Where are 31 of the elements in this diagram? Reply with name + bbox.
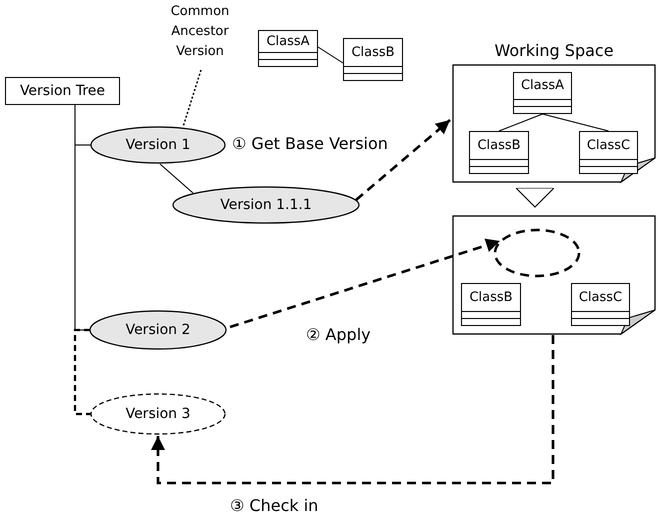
arrow xyxy=(355,119,451,201)
class-box: ClassC xyxy=(579,131,638,174)
version-ellipse xyxy=(90,393,226,435)
version-tree-box: Version Tree xyxy=(5,77,120,105)
connector-line xyxy=(182,70,202,128)
class-box: ClassA xyxy=(513,72,572,114)
version-label: Version 2 xyxy=(124,321,192,340)
version-label: Version 3 xyxy=(124,405,192,424)
version-ellipse xyxy=(89,310,227,350)
annotation-text: Common Ancestor Version xyxy=(150,2,250,68)
class-box: ClassB xyxy=(469,131,529,174)
class-box: ClassA xyxy=(258,30,318,67)
version-ellipse xyxy=(90,126,226,164)
panel-heading: Working Space xyxy=(493,40,615,62)
class-box: ClassB xyxy=(461,283,521,326)
edge-label: ② Apply xyxy=(304,325,373,344)
connector-line xyxy=(160,164,194,194)
connector-line xyxy=(318,46,344,64)
connector-line xyxy=(498,114,543,132)
triangle-arrow xyxy=(516,186,554,208)
version-label: Version 1 xyxy=(124,136,192,155)
version-label: Version 1.1.1 xyxy=(219,196,313,215)
connector-line xyxy=(542,114,609,132)
document-box xyxy=(452,215,656,335)
arrow xyxy=(230,238,500,328)
version-ellipse xyxy=(172,186,360,224)
arrow xyxy=(151,335,554,484)
class-box: ClassC xyxy=(571,283,630,326)
class-box: ClassB xyxy=(343,38,403,81)
connector-line xyxy=(74,328,91,416)
dashed-ellipse xyxy=(494,229,580,277)
